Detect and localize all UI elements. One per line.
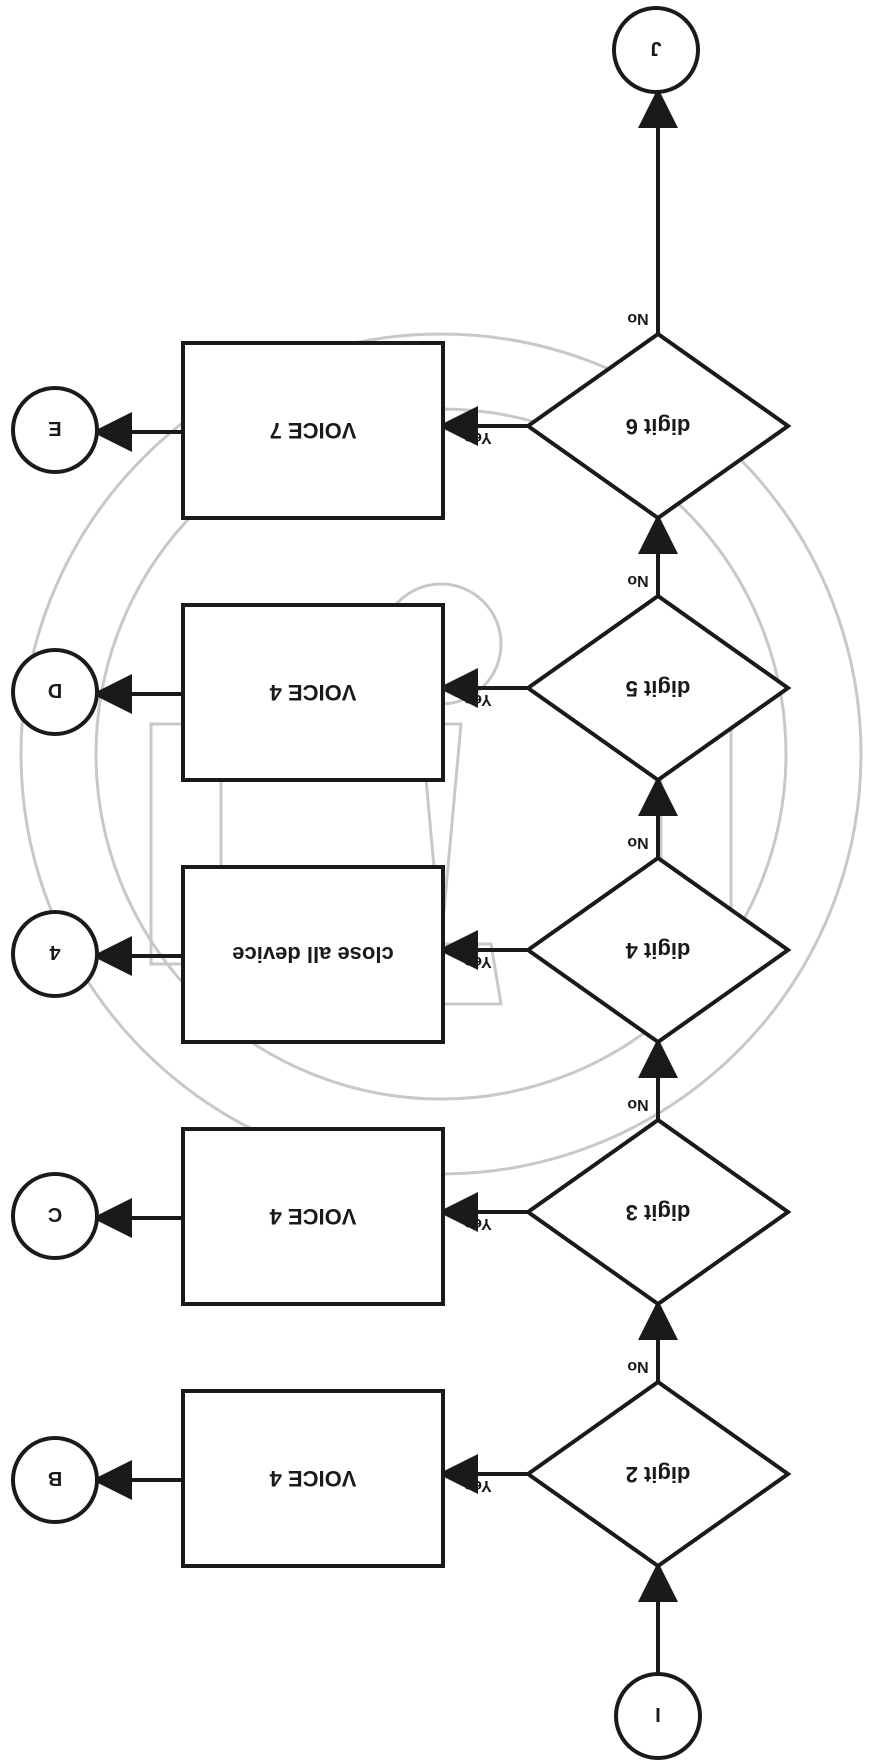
flow-step: digit 5 Yes No VOICE 4 D <box>11 572 792 783</box>
offpage-connector-circle <box>11 910 99 998</box>
no-label: No <box>627 1096 649 1113</box>
action-label: VOICE 4 <box>269 1204 357 1229</box>
flow-step: digit 6 Yes No VOICE 7 E <box>11 310 792 521</box>
action-box <box>181 865 445 1044</box>
offpage-connector-circle <box>11 1172 99 1260</box>
yes-label: Yes <box>464 429 492 446</box>
start-connector-label: I <box>655 1703 661 1725</box>
yes-label: Yes <box>464 691 492 708</box>
no-label: No <box>627 572 649 589</box>
action-label: close all device <box>232 942 393 967</box>
end-connector-label: J <box>650 37 661 59</box>
start-connector-circle <box>614 1672 702 1760</box>
offpage-connector-label: E <box>48 417 61 439</box>
flow-lines <box>92 88 678 1674</box>
no-label: No <box>627 310 649 327</box>
no-label: No <box>627 834 649 851</box>
action-label: VOICE 4 <box>269 680 357 705</box>
action-box <box>181 1127 445 1306</box>
offpage-connector-label: C <box>48 1203 62 1225</box>
decision-diamond <box>524 1117 792 1307</box>
no-label: No <box>627 1358 649 1375</box>
action-box <box>181 341 445 520</box>
decision-diamond <box>524 1379 792 1569</box>
flow-step: digit 2 Yes No VOICE 4 B <box>11 1358 792 1569</box>
decision-label: digit 4 <box>625 938 691 963</box>
yes-label: Yes <box>464 1215 492 1232</box>
yes-label: Yes <box>464 1477 492 1494</box>
decision-label: digit 3 <box>626 1200 691 1225</box>
offpage-connector-circle <box>11 1436 99 1524</box>
offpage-connector-circle <box>11 386 99 474</box>
action-label: VOICE 7 <box>270 418 357 443</box>
action-label: VOICE 4 <box>269 1466 357 1491</box>
offpage-connector-label: B <box>48 1467 62 1489</box>
start-connector: I <box>614 1672 702 1760</box>
decision-label: digit 5 <box>626 676 691 701</box>
flow-steps: digit 2 Yes No VOICE 4 B digit 3 Yes No … <box>11 310 792 1569</box>
offpage-connector-label: 4 <box>49 941 61 963</box>
decision-label: digit 2 <box>626 1462 691 1487</box>
decision-label: digit 6 <box>626 414 691 439</box>
decision-diamond <box>524 855 792 1045</box>
action-box <box>181 603 445 782</box>
flow-step: digit 4 Yes No close all device 4 <box>11 834 792 1045</box>
flow-step: digit 3 Yes No VOICE 4 C <box>11 1096 792 1307</box>
yes-label: Yes <box>464 953 492 970</box>
offpage-connector-label: D <box>48 679 62 701</box>
action-box <box>181 1389 445 1568</box>
decision-diamond <box>524 331 792 521</box>
decision-diamond <box>524 593 792 783</box>
end-connector: J <box>612 6 700 94</box>
offpage-connector-circle <box>11 648 99 736</box>
end-connector-circle <box>612 6 700 94</box>
